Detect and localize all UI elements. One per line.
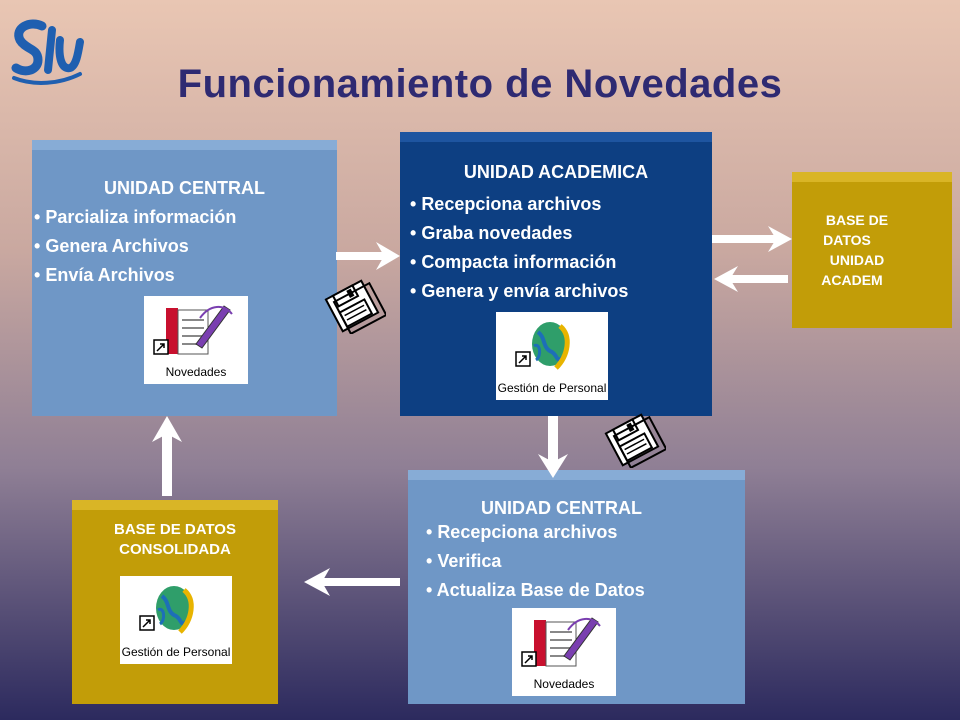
box-title: UNIDAD ACADEMICA: [463, 162, 649, 182]
icon-caption: Novedades: [533, 677, 595, 691]
unidad-central-left-box: UNIDAD CENTRAL Parcializa información Ge…: [32, 140, 337, 416]
database-label: BASE DE DATOS CONSOLIDADA: [72, 520, 278, 560]
unidad-academica-box: UNIDAD ACADEMICA Recepciona archivos Gra…: [400, 132, 712, 416]
bullet-list: Recepciona archivos Verifica Actualiza B…: [426, 518, 645, 605]
box-bevel: [792, 172, 952, 182]
database-label: BASE DE DATOS UNIDAD ACADEM: [792, 210, 922, 290]
list-item: Genera Archivos: [34, 232, 236, 261]
box-title: UNIDAD CENTRAL: [104, 178, 265, 198]
list-item: Recepciona archivos: [410, 190, 628, 219]
arrow-right-icon: [336, 242, 400, 270]
arrow-down-icon: [538, 416, 568, 478]
database-label-line: ACADEM: [821, 272, 883, 288]
list-item: Graba novedades: [410, 219, 628, 248]
novedades-shortcut-icon: Novedades: [144, 296, 248, 384]
floppy-disk-icon: [324, 279, 386, 334]
bullet-list: Parcializa información Genera Archivos E…: [34, 203, 236, 290]
list-item: Recepciona archivos: [426, 518, 645, 547]
floppy-disk-icon: [604, 413, 666, 468]
box-bevel: [408, 470, 745, 480]
arrow-left-icon: [714, 266, 788, 292]
box-bevel: [32, 140, 337, 150]
base-datos-unidad-box: BASE DE DATOS UNIDAD ACADEM: [792, 172, 952, 328]
novedades-shortcut-icon: Novedades: [512, 608, 616, 696]
database-label-line: UNIDAD: [829, 252, 885, 268]
box-title: UNIDAD CENTRAL: [481, 498, 642, 518]
arrow-right-icon: [712, 226, 792, 252]
icon-caption: Gestión de Personal: [497, 381, 607, 395]
database-label-line: DATOS: [823, 232, 871, 248]
si-logo-icon: [11, 19, 84, 85]
list-item: Verifica: [426, 547, 645, 576]
gestion-personal-shortcut-icon: Gestión de Personal: [120, 576, 232, 664]
page-title: Funcionamiento de Novedades: [177, 62, 783, 106]
icon-caption: Novedades: [165, 365, 227, 379]
unidad-central-bottom-box: UNIDAD CENTRAL Recepciona archivos Verif…: [408, 470, 745, 704]
list-item: Compacta información: [410, 248, 628, 277]
base-datos-consolidada-box: BASE DE DATOS CONSOLIDADA Gestión de Per…: [72, 500, 278, 704]
box-bevel: [72, 500, 278, 510]
database-label-line: BASE DE: [825, 212, 889, 228]
box-bevel: [400, 132, 712, 142]
bullet-list: Recepciona archivos Graba novedades Comp…: [410, 190, 628, 306]
icon-caption: Gestión de Personal: [121, 645, 231, 659]
list-item: Envía Archivos: [34, 261, 236, 290]
list-item: Actualiza Base de Datos: [426, 576, 645, 605]
gestion-personal-shortcut-icon: Gestión de Personal: [496, 312, 608, 400]
database-label-line: BASE DE DATOS: [114, 521, 236, 538]
arrow-left-icon: [304, 568, 400, 596]
list-item: Parcializa información: [34, 203, 236, 232]
database-label-line: CONSOLIDADA: [119, 541, 231, 558]
list-item: Genera y envía archivos: [410, 277, 628, 306]
arrow-up-icon: [152, 416, 182, 496]
